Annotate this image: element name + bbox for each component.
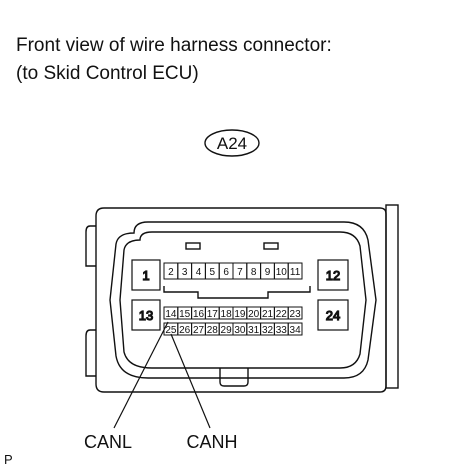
- pin-label-5: 5: [210, 267, 216, 278]
- pin-cavity-11: [287, 262, 303, 280]
- pin-label-12: 12: [326, 268, 340, 283]
- pin-label-14: 14: [165, 309, 177, 320]
- caption-line-1: Front view of wire harness connector:: [16, 35, 332, 56]
- pin-label-32: 32: [262, 325, 274, 336]
- canl-label: CANL: [84, 432, 132, 452]
- cavity-1: [131, 259, 161, 291]
- pin-label-28: 28: [207, 325, 219, 336]
- pin-label-24: 24: [326, 308, 340, 323]
- pin-label-17: 17: [207, 309, 219, 320]
- pin-label-13: 13: [139, 308, 153, 323]
- connector-code-badge: A24: [204, 129, 260, 157]
- caption-line-2: (to Skid Control ECU): [16, 63, 199, 84]
- pin-label-8: 8: [251, 267, 257, 278]
- pin-label-3: 3: [182, 267, 188, 278]
- pin-label-22: 22: [276, 309, 288, 320]
- pin-label-19: 19: [234, 309, 246, 320]
- canh-leader-line: [170, 333, 211, 429]
- pin-label-16: 16: [193, 309, 205, 320]
- pin-label-1: 1: [142, 268, 149, 283]
- pin-label-10: 10: [276, 267, 288, 278]
- pin-label-21: 21: [262, 309, 274, 320]
- connector-housing: [85, 204, 399, 393]
- canl-leader-line: [113, 321, 169, 429]
- pin-label-15: 15: [179, 309, 191, 320]
- pin-label-11: 11: [290, 267, 301, 278]
- cavity-13: [131, 299, 161, 331]
- pin-label-20: 20: [248, 309, 260, 320]
- pin-label-25: 25: [165, 325, 177, 336]
- leader-lines: [113, 321, 211, 429]
- pin-label-2: 2: [168, 267, 174, 278]
- pin-cavity-23: [287, 306, 303, 320]
- pin-label-30: 30: [234, 325, 246, 336]
- cavity-24: [317, 299, 349, 331]
- pin-label-26: 26: [179, 325, 191, 336]
- pin-label-31: 31: [248, 325, 260, 336]
- cavity-12: [317, 259, 349, 291]
- pin-label-27: 27: [193, 325, 205, 336]
- pin-label-6: 6: [223, 267, 229, 278]
- pin-label-23: 23: [290, 309, 302, 320]
- large-cavities: 1 13 12 24: [131, 259, 349, 331]
- pin-label-7: 7: [237, 267, 243, 278]
- pin-label-4: 4: [196, 267, 202, 278]
- pin-label-9: 9: [265, 267, 271, 278]
- pin-label-33: 33: [276, 325, 288, 336]
- pin-label-29: 29: [221, 325, 233, 336]
- diagram-caption: Front view of wire harness connector: (t…: [16, 32, 332, 88]
- connector-code: A24: [217, 134, 247, 153]
- canh-label: CANH: [186, 432, 237, 452]
- pin-label-34: 34: [290, 325, 302, 336]
- pin-label-18: 18: [221, 309, 233, 320]
- corner-mark: P: [4, 452, 13, 467]
- pin-cavity-34: [287, 322, 303, 336]
